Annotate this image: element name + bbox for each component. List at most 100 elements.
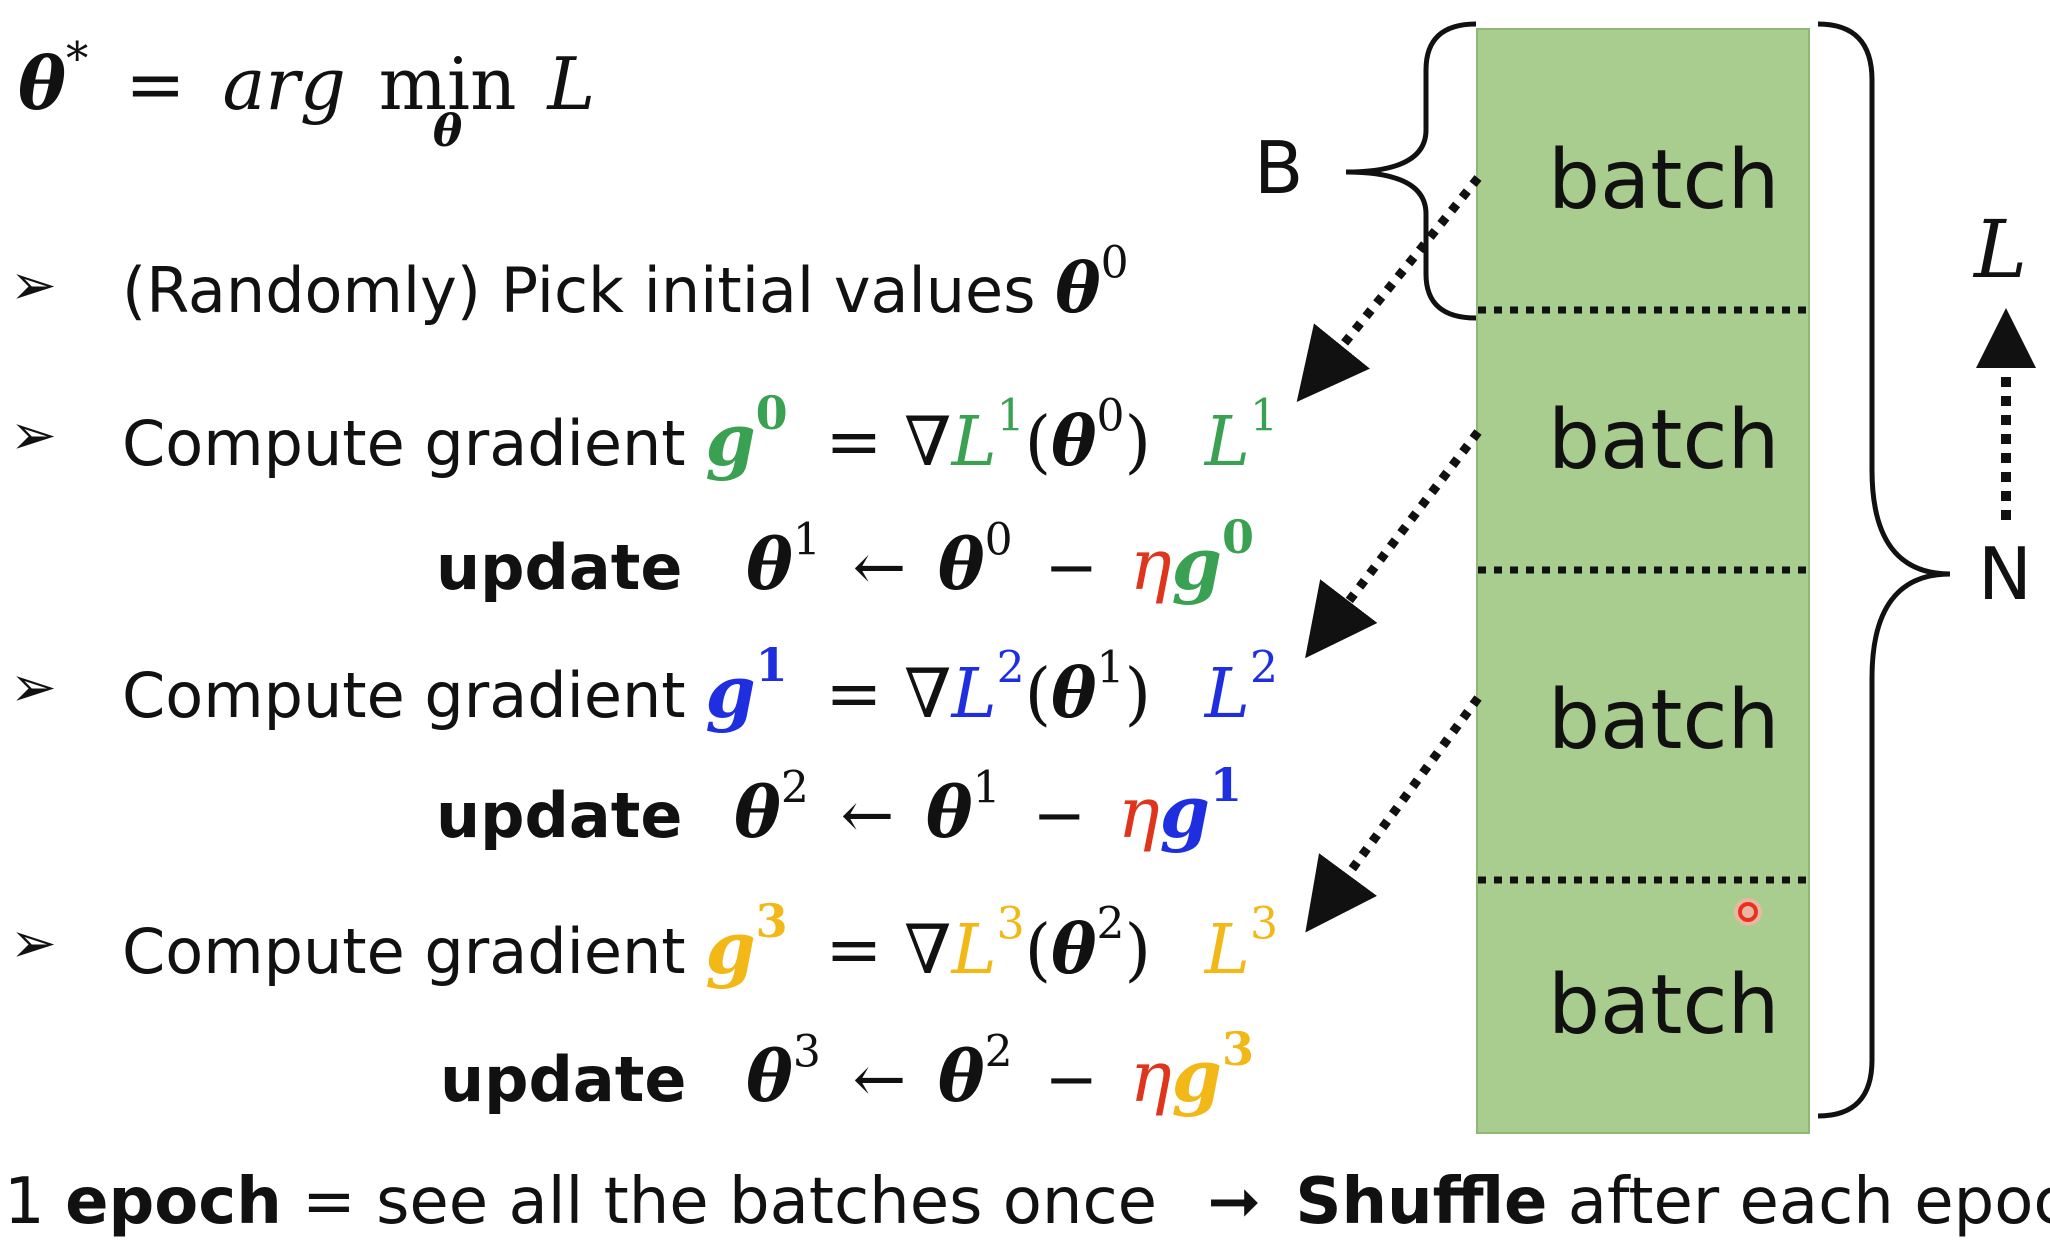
batch-to-loss-arrow	[1305, 429, 1482, 659]
side-loss-label: L	[1204, 911, 1250, 990]
batch-column: batch batch batch batch	[1476, 28, 1810, 1134]
objective-formula: θ* = arg min θ L	[18, 37, 595, 154]
dataset-brace	[1817, 21, 1951, 1119]
loss-superscript: 1	[996, 390, 1025, 442]
compute-gradient-label: Compute gradient	[122, 915, 686, 988]
update-label: update	[436, 531, 683, 604]
theta-symbol: θ	[18, 41, 67, 126]
gradient-symbol: g	[1171, 521, 1222, 606]
loss-superscript: 3	[996, 898, 1025, 950]
theta-superscript: 0	[1100, 237, 1129, 289]
arrow-icon: ➞	[1207, 1165, 1261, 1239]
shuffle-word: Shuffle	[1295, 1165, 1548, 1239]
theta-symbol: θ	[1051, 910, 1097, 990]
update-arrow: ←	[840, 779, 895, 853]
close-paren: )	[1124, 911, 1152, 990]
theta-superscript: 1	[1096, 642, 1125, 694]
arg-text: arg	[222, 42, 346, 126]
side-loss-label: L	[1204, 403, 1250, 482]
step-init-text: (Randomly) Pick initial values	[122, 254, 1036, 327]
theta-symbol: θ	[734, 771, 781, 854]
step-gradient-1: Compute gradient g0 = ∇L1(θ0) L1	[122, 390, 1278, 480]
theta-superscript: 2	[984, 1026, 1013, 1078]
footer-epoch-line: 1 epoch = see all the batches once ➞ Shu…	[4, 1170, 2050, 1234]
theta-superscript: 3	[792, 1026, 821, 1078]
update-label: update	[440, 1043, 687, 1116]
close-paren: )	[1124, 403, 1152, 482]
theta-symbol: θ	[746, 523, 793, 606]
theta-symbol: θ	[1051, 654, 1097, 734]
side-loss-label: L	[1204, 655, 1250, 734]
batch-label: batch	[1548, 673, 1780, 768]
theta-superscript: 2	[780, 762, 809, 814]
compute-gradient-label: Compute gradient	[122, 407, 686, 480]
batch-to-loss-arrow	[1296, 175, 1482, 402]
epoch-count: 1	[4, 1165, 45, 1239]
gradient-symbol: g	[705, 905, 756, 990]
update-row-3: update θ3 ← θ2 − ηg3	[440, 1026, 1254, 1112]
bullet-marker: ➢	[10, 403, 57, 468]
minus-sign: −	[1044, 531, 1098, 605]
close-paren: )	[1124, 655, 1152, 734]
update-label: update	[436, 779, 683, 852]
equals-nabla: = ∇	[825, 911, 952, 990]
minus-sign: −	[1032, 779, 1086, 853]
shuffle-suffix: after each epoch	[1567, 1165, 2050, 1239]
theta-superscript: 0	[1096, 390, 1125, 442]
gradient-symbol: g	[1171, 1033, 1222, 1118]
open-paren: (	[1024, 403, 1052, 482]
update-row-1: update θ1 ← θ0 − ηg0	[436, 514, 1254, 600]
batch-label: batch	[1548, 958, 1780, 1053]
total-loss-label: L	[1974, 203, 2028, 296]
equals-nabla: = ∇	[825, 403, 952, 482]
gradient-superscript: 3	[1221, 1022, 1254, 1077]
bullet-marker: ➢	[10, 253, 57, 318]
theta-symbol: θ	[1055, 249, 1101, 329]
gradient-superscript: 1	[755, 638, 788, 693]
loss-symbol: L	[951, 403, 997, 482]
theta-symbol: θ	[1051, 402, 1097, 482]
gradient-symbol: g	[705, 397, 756, 482]
bullet-marker: ➢	[10, 655, 57, 720]
compute-gradient-label: Compute gradient	[122, 659, 686, 732]
equals-nabla: = ∇	[825, 655, 952, 734]
update-arrow: ←	[852, 1043, 907, 1117]
epoch-definition: = see all the batches once	[302, 1165, 1158, 1239]
theta-superscript: 1	[792, 514, 821, 566]
gradient-symbol: g	[1159, 769, 1210, 854]
min-operator: min θ	[379, 48, 517, 154]
minus-sign: −	[1044, 1043, 1098, 1117]
step-init: (Randomly) Pick initial values θ0	[122, 241, 1129, 323]
step-gradient-2: Compute gradient g1 = ∇L2(θ1) L2	[122, 642, 1278, 732]
gradient-superscript: 0	[755, 386, 788, 441]
update-row-2: update θ2 ← θ1 − ηg1	[436, 762, 1242, 848]
gradient-superscript: 3	[755, 894, 788, 949]
theta-symbol: θ	[925, 771, 973, 854]
pointer-marker-core	[1738, 902, 1758, 922]
theta-superscript: 1	[972, 762, 1001, 814]
loss-symbol: L	[547, 42, 596, 126]
gradient-superscript: 0	[1221, 510, 1254, 565]
gradient-symbol: g	[705, 649, 756, 734]
min-subscript: θ	[432, 106, 463, 157]
eta-symbol: η	[1129, 524, 1172, 606]
min-text: min	[378, 42, 517, 126]
dataset-size-label: N	[1978, 532, 2032, 616]
side-loss-superscript: 2	[1249, 642, 1278, 694]
equals-sign: =	[125, 42, 186, 126]
side-loss-superscript: 1	[1249, 390, 1278, 442]
bullet-marker: ➢	[10, 911, 57, 976]
batch-label: batch	[1548, 393, 1780, 488]
theta-symbol: θ	[937, 523, 985, 606]
star-superscript: *	[66, 33, 89, 86]
batch-label: batch	[1548, 133, 1780, 228]
theta-superscript: 2	[1096, 898, 1125, 950]
eta-symbol: η	[1129, 1036, 1172, 1118]
open-paren: (	[1024, 911, 1052, 990]
side-loss-superscript: 3	[1249, 898, 1278, 950]
gradient-superscript: 1	[1209, 758, 1242, 813]
theta-symbol: θ	[746, 1035, 793, 1118]
epoch-word: epoch	[65, 1165, 282, 1239]
batch-size-label: B	[1254, 126, 1304, 210]
